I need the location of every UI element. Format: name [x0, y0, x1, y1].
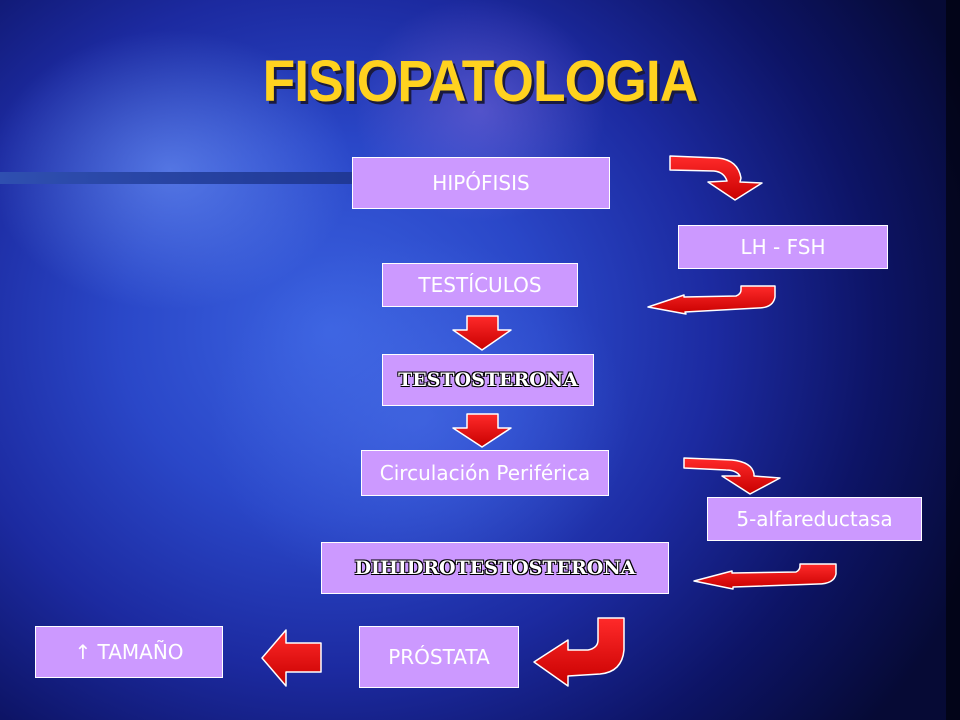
- arrow-lhfsh-to-testiculos: [647, 285, 776, 315]
- arrow-dht-to-prostata: [533, 617, 625, 687]
- node-testosterona: TESTOSTERONA: [382, 354, 594, 406]
- title-accent-bar: [0, 172, 420, 184]
- node-hipofisis: HIPÓFISIS: [352, 157, 610, 209]
- slide-title: FISIOPATOLOGIA: [262, 49, 699, 114]
- right-edge-shade: [946, 0, 960, 720]
- arrow-testosterona-to-circulacion: [452, 413, 512, 448]
- node-testiculos: TESTÍCULOS: [382, 263, 578, 307]
- node-lh-fsh: LH - FSH: [678, 225, 888, 269]
- arrow-hipofisis-to-lhfsh: [669, 155, 763, 201]
- arrow-prostata-to-tamano: [261, 629, 322, 687]
- arrow-alfareductasa-to-dht: [693, 563, 837, 590]
- arrow-circulacion-to-alfareductasa: [683, 457, 781, 495]
- node-circulacion-periferica: Circulación Periférica: [361, 450, 609, 496]
- node-5-alfareductasa: 5-alfareductasa: [707, 497, 922, 541]
- node-tamano: ↑ TAMAÑO: [35, 626, 223, 678]
- node-prostata: PRÓSTATA: [359, 626, 519, 688]
- arrow-testiculos-to-testosterona: [452, 315, 512, 351]
- node-dihidrotestosterona: DIHIDROTESTOSTERONA: [321, 542, 669, 594]
